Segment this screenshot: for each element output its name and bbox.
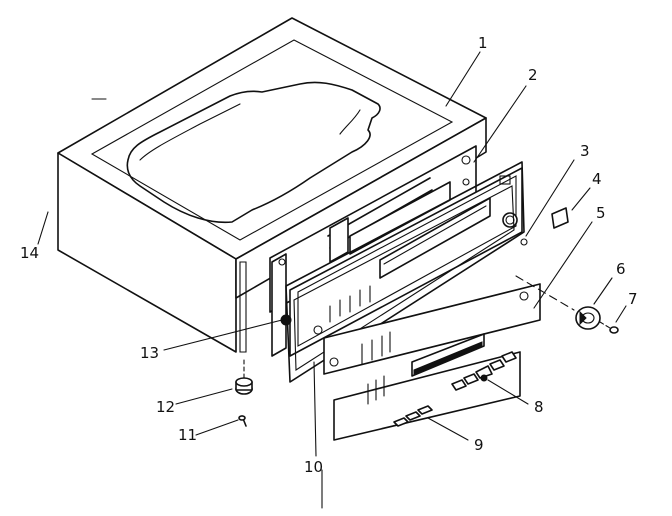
callout-9: 9 bbox=[474, 436, 484, 454]
slide-knobs bbox=[393, 405, 433, 427]
callout-11: 11 bbox=[178, 426, 197, 444]
callout-1: 1 bbox=[478, 34, 488, 52]
callout-labels: 1 2 3 4 5 6 7 8 9 10 11 12 13 14 bbox=[20, 34, 638, 476]
emblem bbox=[551, 207, 569, 229]
callout-7: 7 bbox=[628, 290, 638, 308]
front-panel bbox=[289, 167, 528, 357]
callout-8: 8 bbox=[534, 398, 544, 416]
knob-screw bbox=[599, 321, 619, 334]
push-buttons bbox=[451, 351, 517, 391]
foot-screw bbox=[238, 359, 247, 427]
callout-2: 2 bbox=[528, 66, 538, 84]
panel-gasket-frame bbox=[285, 161, 525, 383]
callout-3: 3 bbox=[580, 142, 590, 160]
callout-10: 10 bbox=[304, 458, 323, 476]
callout-13: 13 bbox=[140, 344, 159, 362]
lens-panel bbox=[323, 283, 541, 375]
callout-12: 12 bbox=[156, 398, 175, 416]
foot bbox=[235, 377, 253, 395]
control-knob bbox=[515, 275, 601, 330]
callout-14: 14 bbox=[20, 244, 39, 262]
callout-4: 4 bbox=[592, 170, 602, 188]
callout-6: 6 bbox=[616, 260, 626, 278]
leader-lines bbox=[37, 51, 627, 509]
callout-5: 5 bbox=[596, 204, 606, 222]
